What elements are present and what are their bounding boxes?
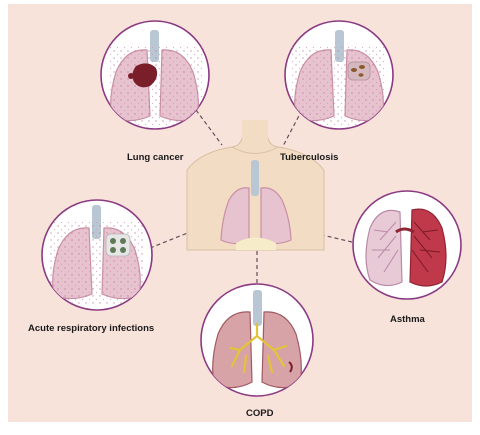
label-copd: COPD bbox=[246, 408, 274, 419]
trachea bbox=[253, 290, 262, 326]
node-copd bbox=[201, 284, 313, 396]
label-asthma: Asthma bbox=[390, 314, 426, 325]
tb-lesion-area bbox=[348, 62, 370, 80]
node-lung-cancer bbox=[101, 21, 209, 129]
node-tuberculosis bbox=[285, 21, 393, 129]
label-lung-cancer: Lung cancer bbox=[127, 152, 184, 163]
label-tuberculosis: Tuberculosis bbox=[280, 152, 338, 163]
trachea bbox=[251, 160, 259, 196]
node-asthma bbox=[353, 191, 461, 299]
neck bbox=[242, 120, 268, 143]
infection-area bbox=[106, 234, 130, 256]
label-acute-respiratory-infections: Acute respiratory infections bbox=[28, 323, 154, 334]
node-acute-respiratory-infections bbox=[42, 200, 152, 310]
